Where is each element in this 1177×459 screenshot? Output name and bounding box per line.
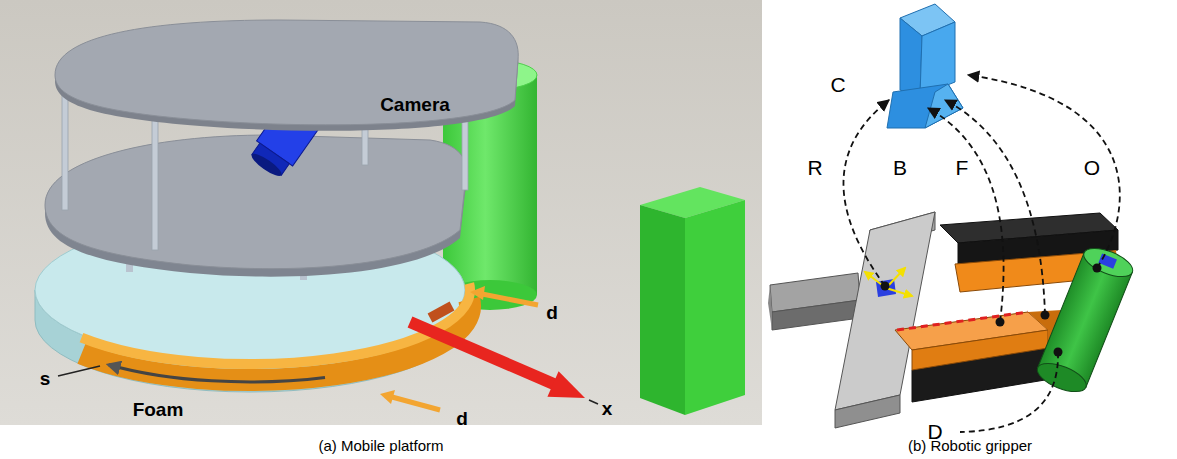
green-box-part bbox=[685, 200, 745, 415]
dashed-transform-arrows-part bbox=[945, 100, 1045, 315]
arc-length-arrow bbox=[58, 365, 325, 382]
disturbance-arrows-part bbox=[380, 390, 395, 404]
lower-plate-part bbox=[45, 135, 467, 269]
green-box bbox=[640, 187, 745, 415]
gripper-lower-finger-part bbox=[897, 312, 1028, 330]
arc-length-arrow-part bbox=[109, 365, 325, 382]
disturbance-arrows-part bbox=[392, 397, 440, 410]
gripper-object-cylinder-part bbox=[1034, 243, 1137, 398]
foam-bumper-part bbox=[430, 306, 452, 318]
symbol-label: d bbox=[456, 408, 468, 430]
disturbance-arrows-part bbox=[482, 294, 538, 305]
gripper-lower-finger-part bbox=[912, 330, 1048, 370]
direction-arrow bbox=[410, 322, 598, 404]
gripper-arm-part bbox=[768, 285, 772, 330]
dashed-transform-arrows-part bbox=[843, 100, 889, 286]
gripper-arm bbox=[768, 273, 860, 330]
frame-label: F bbox=[956, 156, 969, 180]
upper-plate bbox=[55, 20, 518, 131]
gripper-body-part bbox=[835, 395, 900, 428]
marker-axes-part bbox=[886, 288, 912, 296]
dashed-transform-arrows-part bbox=[968, 75, 1120, 268]
gripper-camera-part bbox=[900, 18, 922, 96]
disturbance-arrows-part bbox=[470, 286, 485, 300]
floor-background bbox=[0, 0, 762, 425]
part-label: Camera bbox=[380, 94, 450, 116]
symbol-label: s bbox=[40, 368, 51, 390]
marker-axes bbox=[865, 268, 912, 297]
gripper-object-cylinder-part bbox=[1034, 358, 1090, 398]
gripper-object-cylinder bbox=[1034, 243, 1137, 398]
upper-plate-part bbox=[55, 20, 518, 125]
direction-arrow-part bbox=[547, 371, 585, 398]
frame-label: O bbox=[1084, 156, 1100, 180]
subfigure-caption: (a) Mobile platform bbox=[318, 437, 443, 454]
direction-arrow-part bbox=[410, 322, 556, 385]
camera-model-part bbox=[249, 150, 284, 179]
dashed-transform-arrows-part bbox=[1054, 348, 1063, 357]
gripper-camera-part bbox=[920, 22, 955, 96]
symbol-label: x bbox=[602, 398, 613, 420]
arc-length-arrow-part bbox=[58, 366, 100, 376]
dashed-transform-arrows-part bbox=[1093, 264, 1102, 273]
dashed-transform-arrows-part bbox=[881, 282, 890, 291]
dashed-transform-arrows-part bbox=[960, 352, 1058, 432]
floor-background-part bbox=[0, 0, 762, 425]
dashed-transform-arrows-part bbox=[928, 108, 1004, 322]
direction-arrow-part bbox=[589, 400, 598, 404]
gripper-arm-part bbox=[772, 300, 860, 330]
dashed-transform-arrows bbox=[843, 75, 1119, 432]
gripper-lower-finger bbox=[895, 310, 1062, 402]
foam-bumper bbox=[82, 284, 471, 380]
upper-pillars-part bbox=[152, 110, 158, 250]
green-box-part bbox=[640, 205, 685, 415]
dashed-transform-arrows-part bbox=[996, 318, 1005, 327]
symbol-label: d bbox=[546, 302, 558, 324]
gripper-camera-part bbox=[925, 84, 963, 128]
subfigure-caption: (b) Robotic gripper bbox=[908, 437, 1032, 454]
dashed-transform-arrows-part bbox=[1041, 311, 1050, 320]
gripper-camera-part bbox=[887, 84, 963, 128]
lower-plate bbox=[45, 135, 467, 277]
frame-label: B bbox=[893, 156, 907, 180]
part-label: Foam bbox=[133, 399, 184, 421]
gripper-camera bbox=[887, 4, 963, 128]
disturbance-arrows bbox=[380, 286, 538, 410]
frame-label: R bbox=[807, 156, 822, 180]
frame-label: C bbox=[830, 73, 845, 97]
